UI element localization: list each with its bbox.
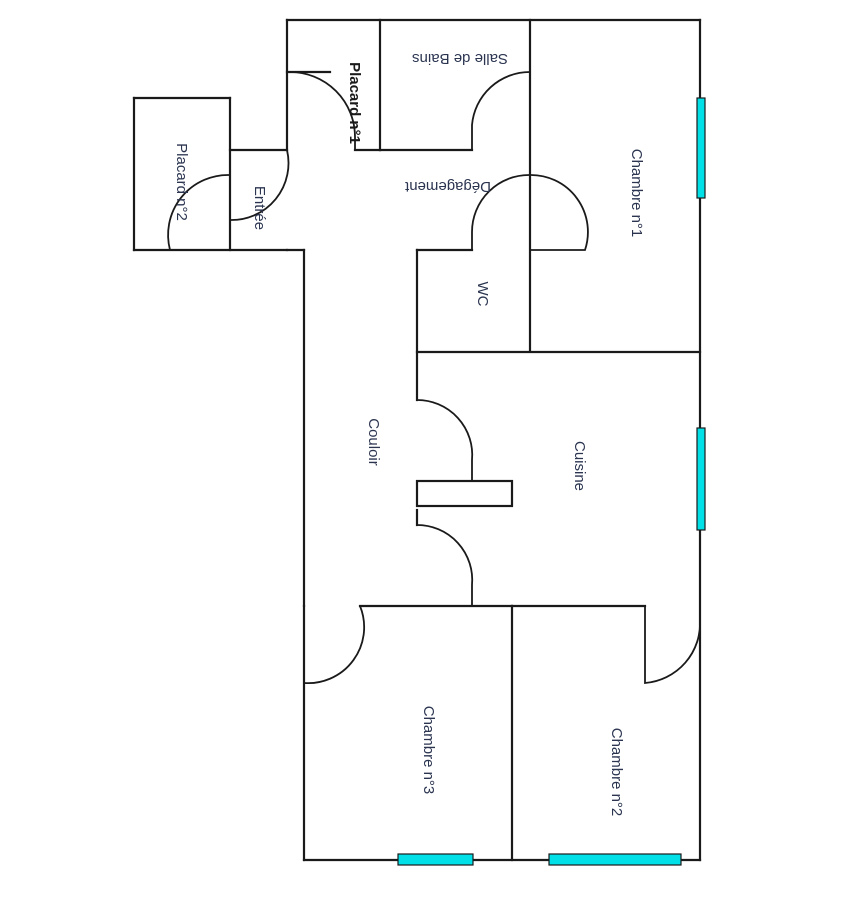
window-chambre2 [548,853,682,866]
label-placard-1: Placard n°1 [346,62,363,144]
label-entree: Entrée [251,186,268,230]
kitchen-counter [415,479,514,508]
door-chambre3 [303,605,366,685]
door-placard1 [287,71,356,150]
label-cuisine: Cuisine [571,441,588,491]
label-chambre-3: Chambre n°3 [420,706,437,795]
label-couloir: Couloir [365,418,382,466]
windows [397,97,706,866]
window-chambre3 [397,853,474,866]
door-cuisine-lower [416,524,474,606]
door-cuisine-upper [416,399,474,481]
label-placard-2: Placard n°2 [173,143,190,221]
window-chambre1 [696,97,706,199]
door-entree [229,149,290,221]
label-chambre-1: Chambre n°1 [628,149,645,238]
door-salle-de-bains [471,71,531,150]
label-chambre-2: Chambre n°2 [608,728,625,817]
door-chambre1 [471,174,589,251]
door-chambre2 [644,606,701,684]
label-wc: WC [474,282,491,307]
window-cuisine [696,427,706,531]
room-labels: Placard n°1 Salle de Bains Placard n°2 E… [173,50,645,816]
doors [167,71,701,685]
door-placard2 [167,174,231,251]
label-degagement: Dégagement [404,178,491,195]
label-salle-de-bains: Salle de Bains [412,50,508,67]
